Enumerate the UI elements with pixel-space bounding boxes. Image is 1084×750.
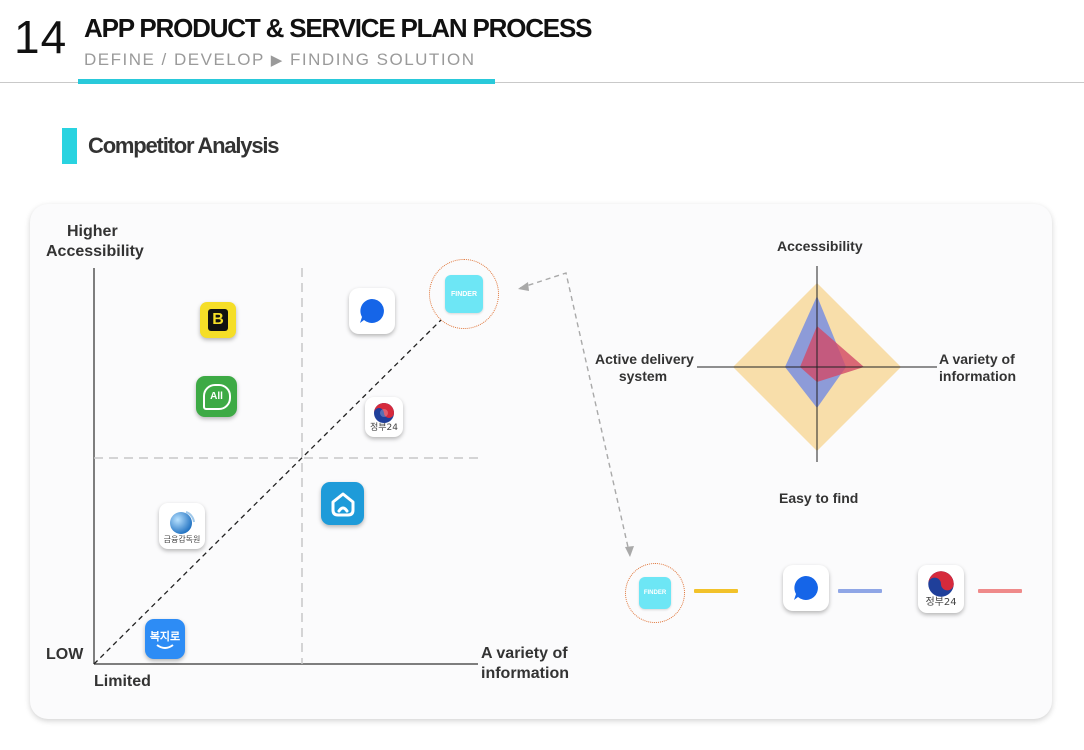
x-origin-label: Limited: [94, 673, 151, 690]
finder-app-icon: FINDER: [445, 275, 483, 313]
page-number: 14: [14, 11, 68, 63]
header-accent-bar: [78, 79, 495, 84]
y-axis-label-line2: Accessibility: [46, 243, 144, 260]
y-axis-label-line1: Higher: [67, 223, 118, 240]
globe-icon: [170, 511, 195, 534]
fss-app-label: 금융감독원: [163, 535, 201, 544]
x-axis-label-line1: A variety of: [481, 645, 568, 662]
house-icon: [331, 492, 354, 516]
origin-label: LOW: [46, 646, 84, 663]
blue-speech-app-icon: [349, 288, 395, 334]
radar-axis-right-label-line1: A variety of: [939, 351, 1015, 367]
page-subtitle: DEFINE / DEVELOP ▶ FINDING SOLUTION: [84, 50, 476, 70]
section-marker: [62, 128, 77, 164]
all-app-icon: All: [196, 376, 237, 417]
x-axis-label-line2: information: [481, 665, 569, 682]
subtitle-right: FINDING SOLUTION: [290, 50, 476, 69]
radar-axis-left-label-line1: Active delivery: [595, 351, 694, 367]
play-arrow-icon: ▶: [270, 52, 284, 69]
legend-gov24-icon: 정부24: [918, 565, 964, 613]
legend-blue-line: [838, 589, 882, 593]
radar-axis-left-label-line2: system: [618, 368, 668, 384]
speech-bubble-icon: [360, 299, 384, 323]
bokjiro-label: 복지로: [149, 630, 181, 643]
taegeuk-icon: [374, 402, 394, 423]
gov24-app-label: 정부24: [369, 422, 398, 433]
legend-finder-highlight: FINDER: [625, 563, 685, 623]
speech-bubble-icon: [794, 576, 818, 600]
page-title: APP PRODUCT & SERVICE PLAN PROCESS: [84, 13, 592, 43]
baemin-app-icon: B: [200, 302, 236, 338]
radar-axis-right-label-line2: information: [939, 368, 1016, 384]
trend-line: [93, 319, 442, 665]
connector-line: [519, 272, 631, 557]
radar-axis-bottom-label: Easy to find: [779, 490, 859, 506]
finder-app-highlight: FINDER: [429, 259, 499, 329]
taegeuk-icon: [928, 571, 954, 597]
legend-gov24-line: [978, 589, 1022, 593]
legend-gov24-label: 정부24: [925, 597, 957, 608]
house-app-icon: [321, 482, 364, 525]
baemin-glyph: B: [208, 309, 228, 331]
header-divider: [0, 82, 1084, 83]
radar-axis-top-label: Accessibility: [777, 238, 863, 254]
smile-icon: [156, 644, 174, 649]
fss-app-icon: 금융감독원: [159, 503, 205, 549]
section-title: Competitor Analysis: [88, 133, 280, 158]
legend-finder-icon: FINDER: [639, 577, 671, 609]
radar-red-area: [800, 326, 864, 382]
subtitle-left: DEFINE / DEVELOP: [84, 50, 265, 69]
gov24-app-icon: 정부24: [365, 397, 403, 437]
legend-blue-speech-icon: [783, 565, 829, 611]
analysis-card: [30, 204, 1052, 719]
connector-arrowhead-left: [518, 282, 529, 291]
legend-finder-line: [694, 589, 738, 593]
bokjiro-app-icon: 복지로: [145, 619, 185, 659]
connector-arrowhead-down: [625, 546, 634, 557]
all-glyph: All: [202, 383, 231, 410]
